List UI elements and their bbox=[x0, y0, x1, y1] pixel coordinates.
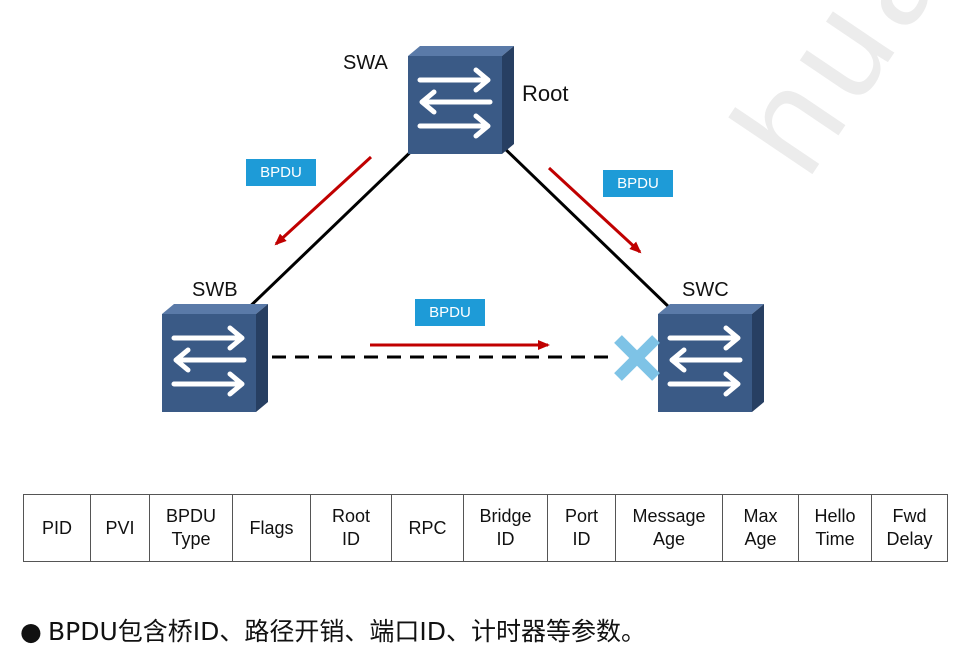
field-cell: Bridge ID bbox=[463, 494, 548, 562]
table-row: PID PVI BPDU Type Flags Root ID RPC Brid… bbox=[23, 494, 948, 562]
switch-swb-icon bbox=[162, 304, 268, 412]
field-cell: Port ID bbox=[547, 494, 616, 562]
stp-topology-diagram bbox=[0, 0, 954, 480]
field-cell: PVI bbox=[90, 494, 150, 562]
bpdu-badge: BPDU bbox=[415, 299, 485, 326]
switch-swa-icon bbox=[408, 46, 514, 154]
bpdu-badge: BPDU bbox=[246, 159, 316, 186]
root-label: Root bbox=[522, 81, 569, 106]
field-cell: RPC bbox=[391, 494, 464, 562]
field-cell: Hello Time bbox=[798, 494, 872, 562]
field-cell: Root ID bbox=[310, 494, 392, 562]
switch-swc-icon bbox=[658, 304, 764, 412]
field-cell: Max Age bbox=[722, 494, 799, 562]
field-cell: BPDU Type bbox=[149, 494, 233, 562]
switch-swb-label: SWB bbox=[192, 279, 238, 301]
switch-swc-label: SWC bbox=[682, 279, 729, 301]
bullet-item: ●BPDU包含桥ID、路径开销、端口ID、计时器等参数。 bbox=[20, 612, 646, 648]
bullet-text: BPDU包含桥ID、路径开销、端口ID、计时器等参数。 bbox=[48, 617, 647, 646]
bullet-dot-icon: ● bbox=[20, 617, 42, 646]
bpdu-arrow-swa-to-swb bbox=[274, 155, 373, 246]
field-cell: PID bbox=[23, 494, 91, 562]
link-swa-swc bbox=[498, 142, 674, 312]
field-cell: Flags bbox=[232, 494, 311, 562]
bpdu-arrow-swa-to-swc bbox=[547, 166, 642, 254]
bpdu-field-table: PID PVI BPDU Type Flags Root ID RPC Brid… bbox=[23, 494, 948, 562]
field-cell: Fwd Delay bbox=[871, 494, 948, 562]
link-swa-swb bbox=[236, 138, 425, 320]
blocked-port-icon bbox=[614, 335, 660, 381]
bpdu-badge: BPDU bbox=[603, 170, 673, 197]
field-cell: Message Age bbox=[615, 494, 723, 562]
switch-swa-label: SWA bbox=[343, 52, 388, 74]
